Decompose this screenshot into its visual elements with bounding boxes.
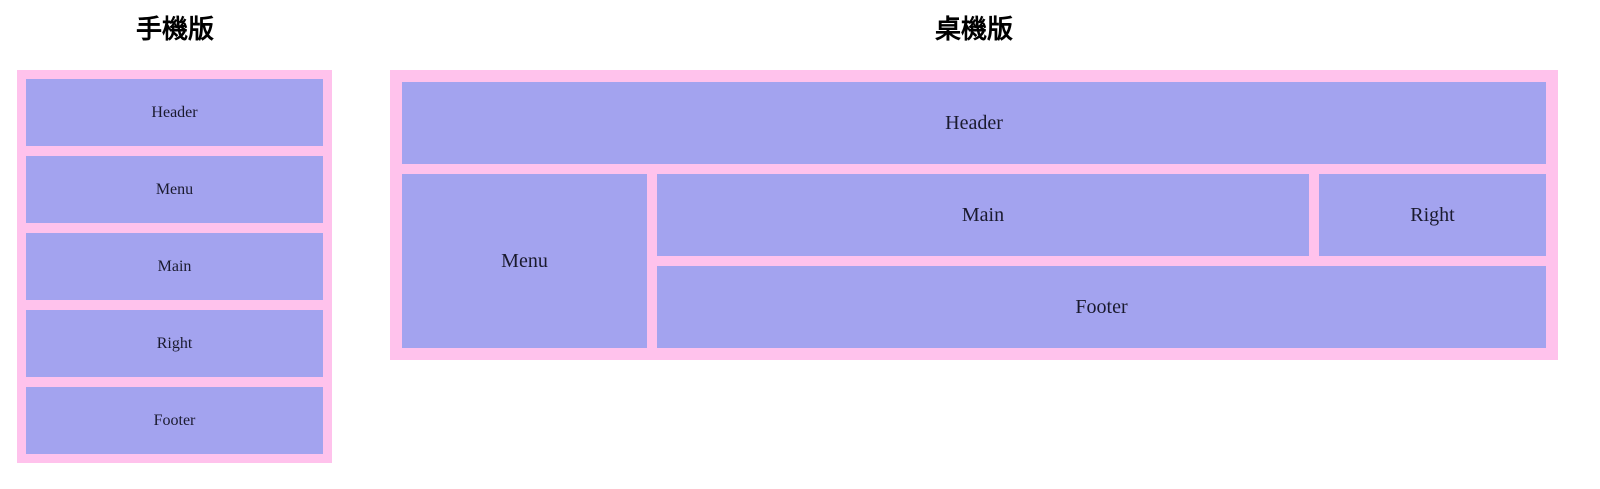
desktop-block-header: Header [402, 82, 1546, 164]
desktop-section-title: 桌機版 [934, 14, 1013, 44]
desktop-center-column: Main Right Footer [657, 174, 1546, 348]
desktop-block-footer: Footer [657, 266, 1546, 348]
desktop-center-top-row: Main Right [657, 174, 1546, 256]
mobile-block-main: Main [26, 233, 323, 300]
mobile-block-footer: Footer [26, 387, 323, 454]
desktop-block-right: Right [1319, 174, 1546, 256]
mobile-block-header: Header [26, 79, 323, 146]
mobile-block-menu: Menu [26, 156, 323, 223]
desktop-block-menu: Menu [402, 174, 647, 348]
desktop-block-main: Main [657, 174, 1309, 256]
desktop-body-row: Menu Main Right Footer [402, 174, 1546, 348]
mobile-section-title: 手機版 [135, 14, 214, 44]
mobile-layout-wireframe: Header Menu Main Right Footer [17, 70, 332, 463]
desktop-layout-wireframe: Header Menu Main Right Footer [390, 70, 1558, 360]
mobile-block-right: Right [26, 310, 323, 377]
